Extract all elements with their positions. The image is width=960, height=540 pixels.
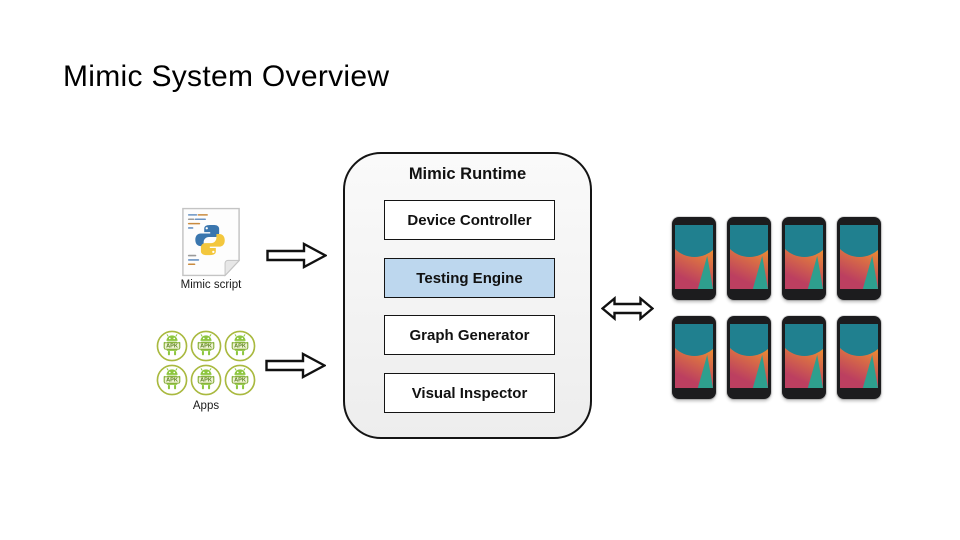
mimic-runtime-container: Mimic Runtime Device Controller Testing … <box>343 152 592 439</box>
wallpaper-wedge <box>807 255 823 289</box>
device-grid <box>672 217 881 399</box>
phone-screen <box>840 225 878 289</box>
wallpaper-teal <box>675 225 713 257</box>
android-phone-icon <box>837 316 881 399</box>
phone-screen <box>785 225 823 289</box>
wallpaper-teal <box>785 324 823 356</box>
python-script-icon <box>182 207 241 277</box>
apps-group: APK APK <box>156 330 256 412</box>
android-phone-icon <box>672 217 716 300</box>
right-arrow-icon <box>266 242 327 269</box>
android-phone-icon <box>782 217 826 300</box>
svg-text:APK: APK <box>200 344 212 350</box>
phone-screen <box>840 324 878 388</box>
svg-text:APK: APK <box>166 378 178 384</box>
apk-icon: APK <box>190 364 222 396</box>
svg-text:APK: APK <box>200 378 212 384</box>
right-arrow-icon <box>265 352 326 379</box>
phone-screen <box>730 324 768 388</box>
phone-screen <box>675 225 713 289</box>
wallpaper-teal <box>840 225 878 257</box>
wallpaper-teal <box>675 324 713 356</box>
apk-icon: APK <box>190 330 222 362</box>
module-device-controller: Device Controller <box>384 200 555 240</box>
apps-label: Apps <box>192 400 220 412</box>
wallpaper-wedge <box>807 354 823 388</box>
wallpaper-wedge <box>697 255 713 289</box>
double-arrow-icon <box>601 296 654 321</box>
svg-text:APK: APK <box>234 378 246 384</box>
code-lines <box>187 214 208 266</box>
wallpaper-wedge <box>862 255 878 289</box>
phone-screen <box>675 324 713 388</box>
android-phone-icon <box>727 316 771 399</box>
android-phone-icon <box>837 217 881 300</box>
apk-icon: APK <box>156 330 188 362</box>
module-testing-engine: Testing Engine <box>384 258 555 298</box>
apk-icon: APK <box>156 364 188 396</box>
mimic-script-group: Mimic script <box>180 207 242 291</box>
android-phone-icon <box>782 316 826 399</box>
wallpaper-wedge <box>862 354 878 388</box>
apk-icon: APK <box>224 364 256 396</box>
module-visual-inspector: Visual Inspector <box>384 373 555 413</box>
apk-grid: APK APK <box>156 330 256 396</box>
svg-text:APK: APK <box>166 344 178 350</box>
wallpaper-teal <box>730 324 768 356</box>
wallpaper-teal <box>730 225 768 257</box>
wallpaper-wedge <box>752 255 768 289</box>
phone-screen <box>785 324 823 388</box>
apk-icon: APK <box>224 330 256 362</box>
mimic-script-label: Mimic script <box>180 279 242 291</box>
android-phone-icon <box>672 316 716 399</box>
slide-title: Mimic System Overview <box>63 60 390 93</box>
module-graph-generator: Graph Generator <box>384 315 555 355</box>
wallpaper-teal <box>840 324 878 356</box>
phone-screen <box>730 225 768 289</box>
wallpaper-wedge <box>752 354 768 388</box>
svg-text:APK: APK <box>234 344 246 350</box>
wallpaper-wedge <box>697 354 713 388</box>
wallpaper-teal <box>785 225 823 257</box>
runtime-title: Mimic Runtime <box>408 165 527 183</box>
android-phone-icon <box>727 217 771 300</box>
python-logo-icon <box>195 225 225 256</box>
